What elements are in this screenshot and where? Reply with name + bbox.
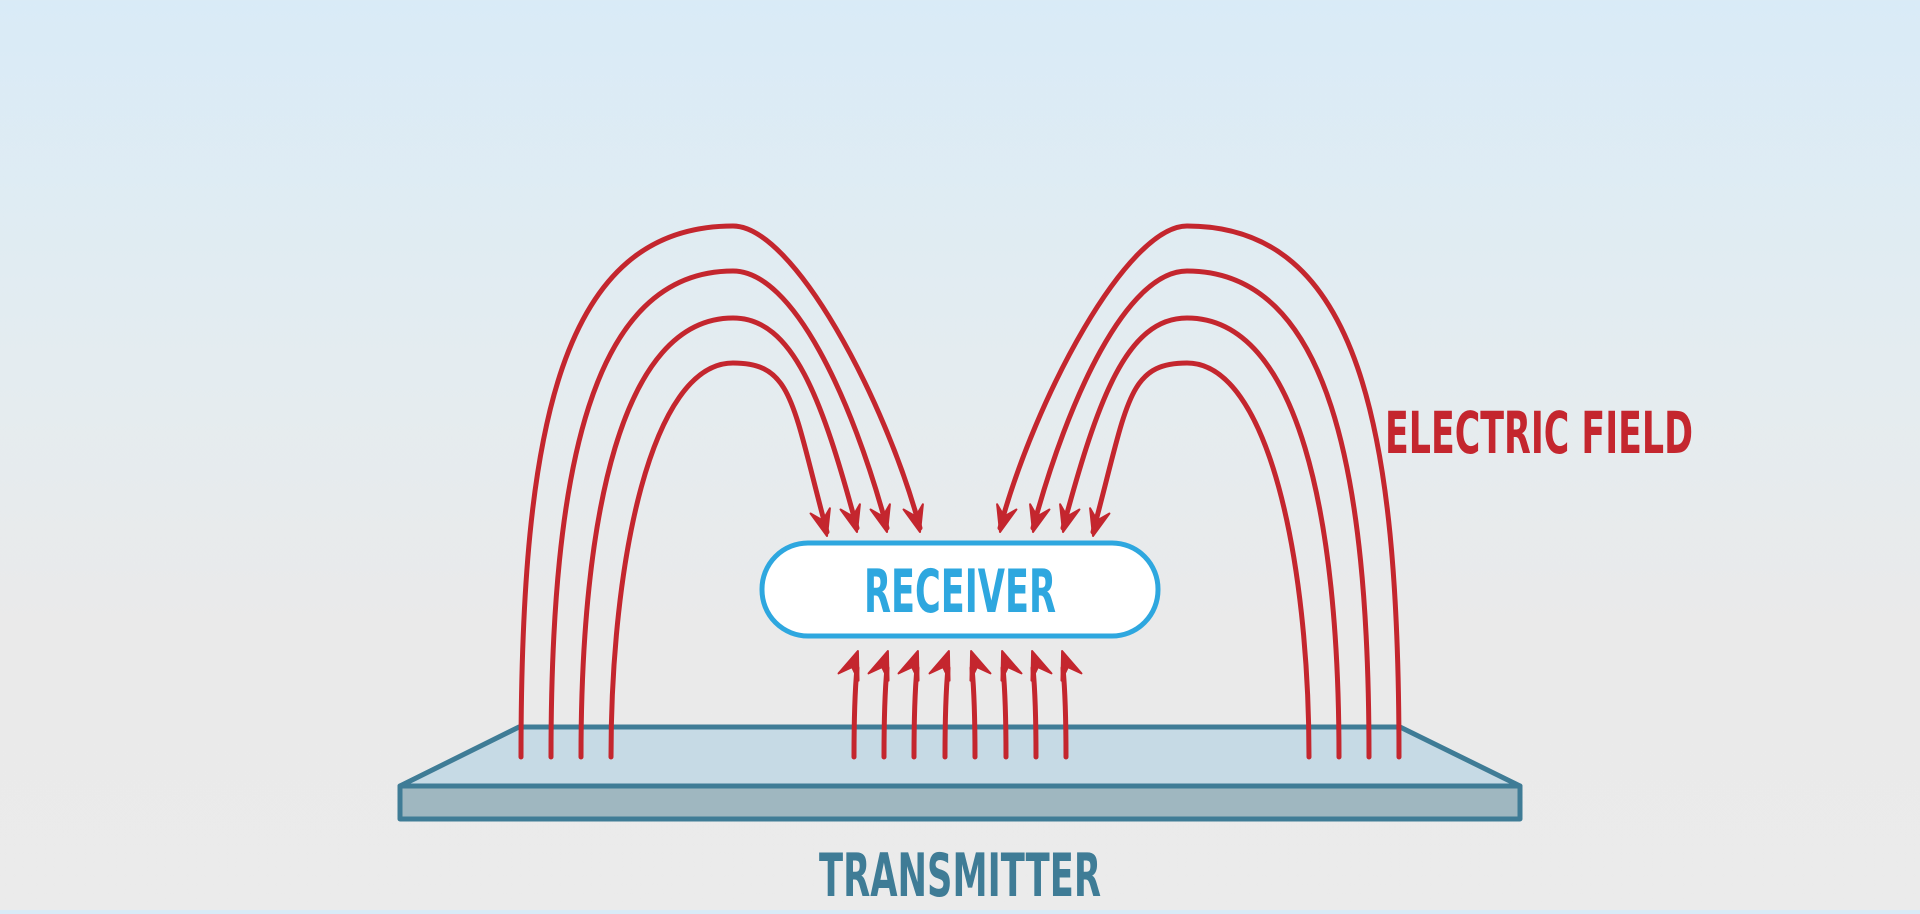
transmitter-top-surface (397, 724, 1523, 789)
field-arrow-down (996, 503, 1018, 533)
field-arrow-up (867, 650, 890, 682)
field-arrow-down (839, 503, 861, 533)
electric-field-lines (518, 223, 1402, 760)
field-line-right-arc (997, 223, 1402, 760)
transmitter-front-face (397, 783, 1523, 822)
receiver: RECEIVER (759, 540, 1161, 639)
field-arrow-down (1029, 503, 1051, 533)
field-line-left-arc (578, 315, 860, 760)
field-line-right-arc (1090, 360, 1312, 760)
receiver-body (759, 540, 1161, 639)
field-arrow-up (969, 650, 992, 682)
transmitter-label: TRANSMITTER (819, 841, 1101, 910)
field-arrow-up (897, 650, 920, 682)
transmitter-plate (397, 724, 1523, 822)
field-arrow-up (837, 650, 860, 682)
receiver-label: RECEIVER (864, 557, 1056, 627)
field-arrow-up (1060, 650, 1083, 682)
field-arrow-down (869, 503, 891, 533)
field-arrow-down (902, 503, 924, 533)
field-arrow-down (1059, 503, 1081, 533)
field-line-left-arc (548, 268, 890, 760)
field-arrow-up (1030, 650, 1053, 682)
field-arrow-up (1000, 650, 1023, 682)
field-line-right-arc (1060, 315, 1342, 760)
field-line-left-arc (518, 223, 923, 760)
field-line-left-arc (608, 360, 830, 760)
electric-field-label: ELECTRIC FIELD (1385, 399, 1693, 467)
field-arrow-up (928, 650, 951, 682)
field-arrow-down (1089, 507, 1111, 537)
field-arrow-down (809, 507, 831, 537)
field-line-right-arc (1030, 268, 1372, 760)
